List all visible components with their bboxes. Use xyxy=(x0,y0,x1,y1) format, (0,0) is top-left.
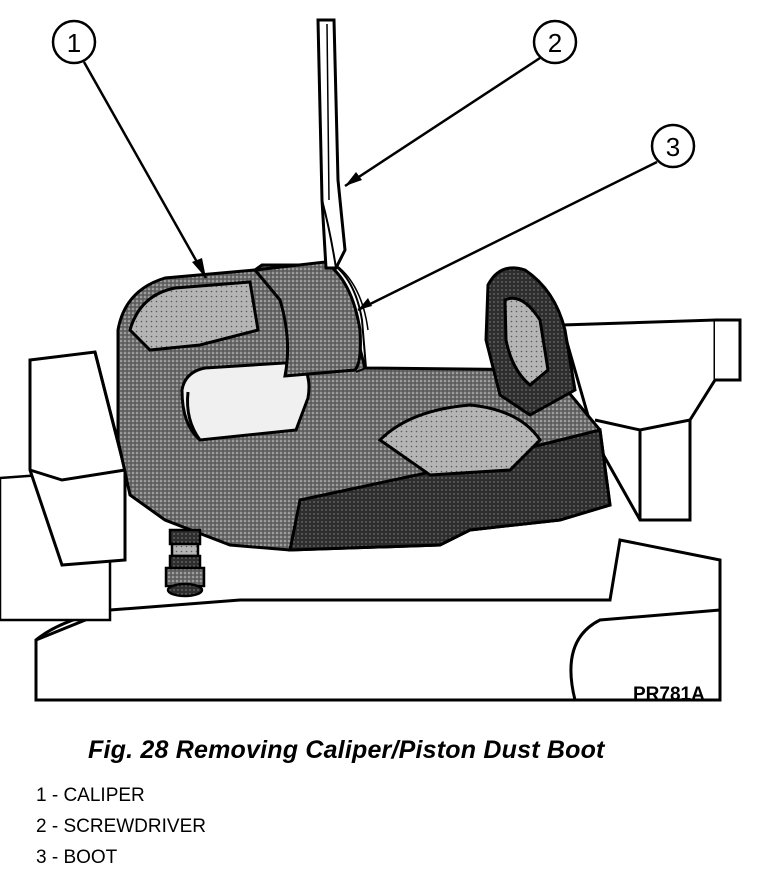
parts-legend: 1 - CALIPER 2 - SCREWDRIVER 3 - BOOT xyxy=(36,780,206,873)
legend-item-caliper: 1 - CALIPER xyxy=(36,785,145,806)
callout-1-number: 1 xyxy=(67,28,81,58)
callout-3: 3 xyxy=(650,123,696,169)
callout-3-number: 3 xyxy=(666,132,680,162)
caliper-body xyxy=(116,263,612,552)
leader-arrowheads xyxy=(192,172,372,310)
screwdriver xyxy=(316,18,347,270)
callout-1: 1 xyxy=(51,19,97,65)
callout-2: 2 xyxy=(532,19,578,65)
bleeder-screw xyxy=(164,528,206,598)
caliper-illustration: 1 2 3 PR781A xyxy=(0,18,742,705)
figure-code: PR781A xyxy=(633,684,705,705)
figure-caption: Fig. 28 Removing Caliper/Piston Dust Boo… xyxy=(88,736,605,764)
callout-2-number: 2 xyxy=(548,28,562,58)
right-jaw-block xyxy=(560,318,742,522)
legend-item-screwdriver: 2 - SCREWDRIVER xyxy=(36,816,206,837)
legend-item-boot: 3 - BOOT xyxy=(36,847,118,868)
leader-lines xyxy=(82,56,658,312)
